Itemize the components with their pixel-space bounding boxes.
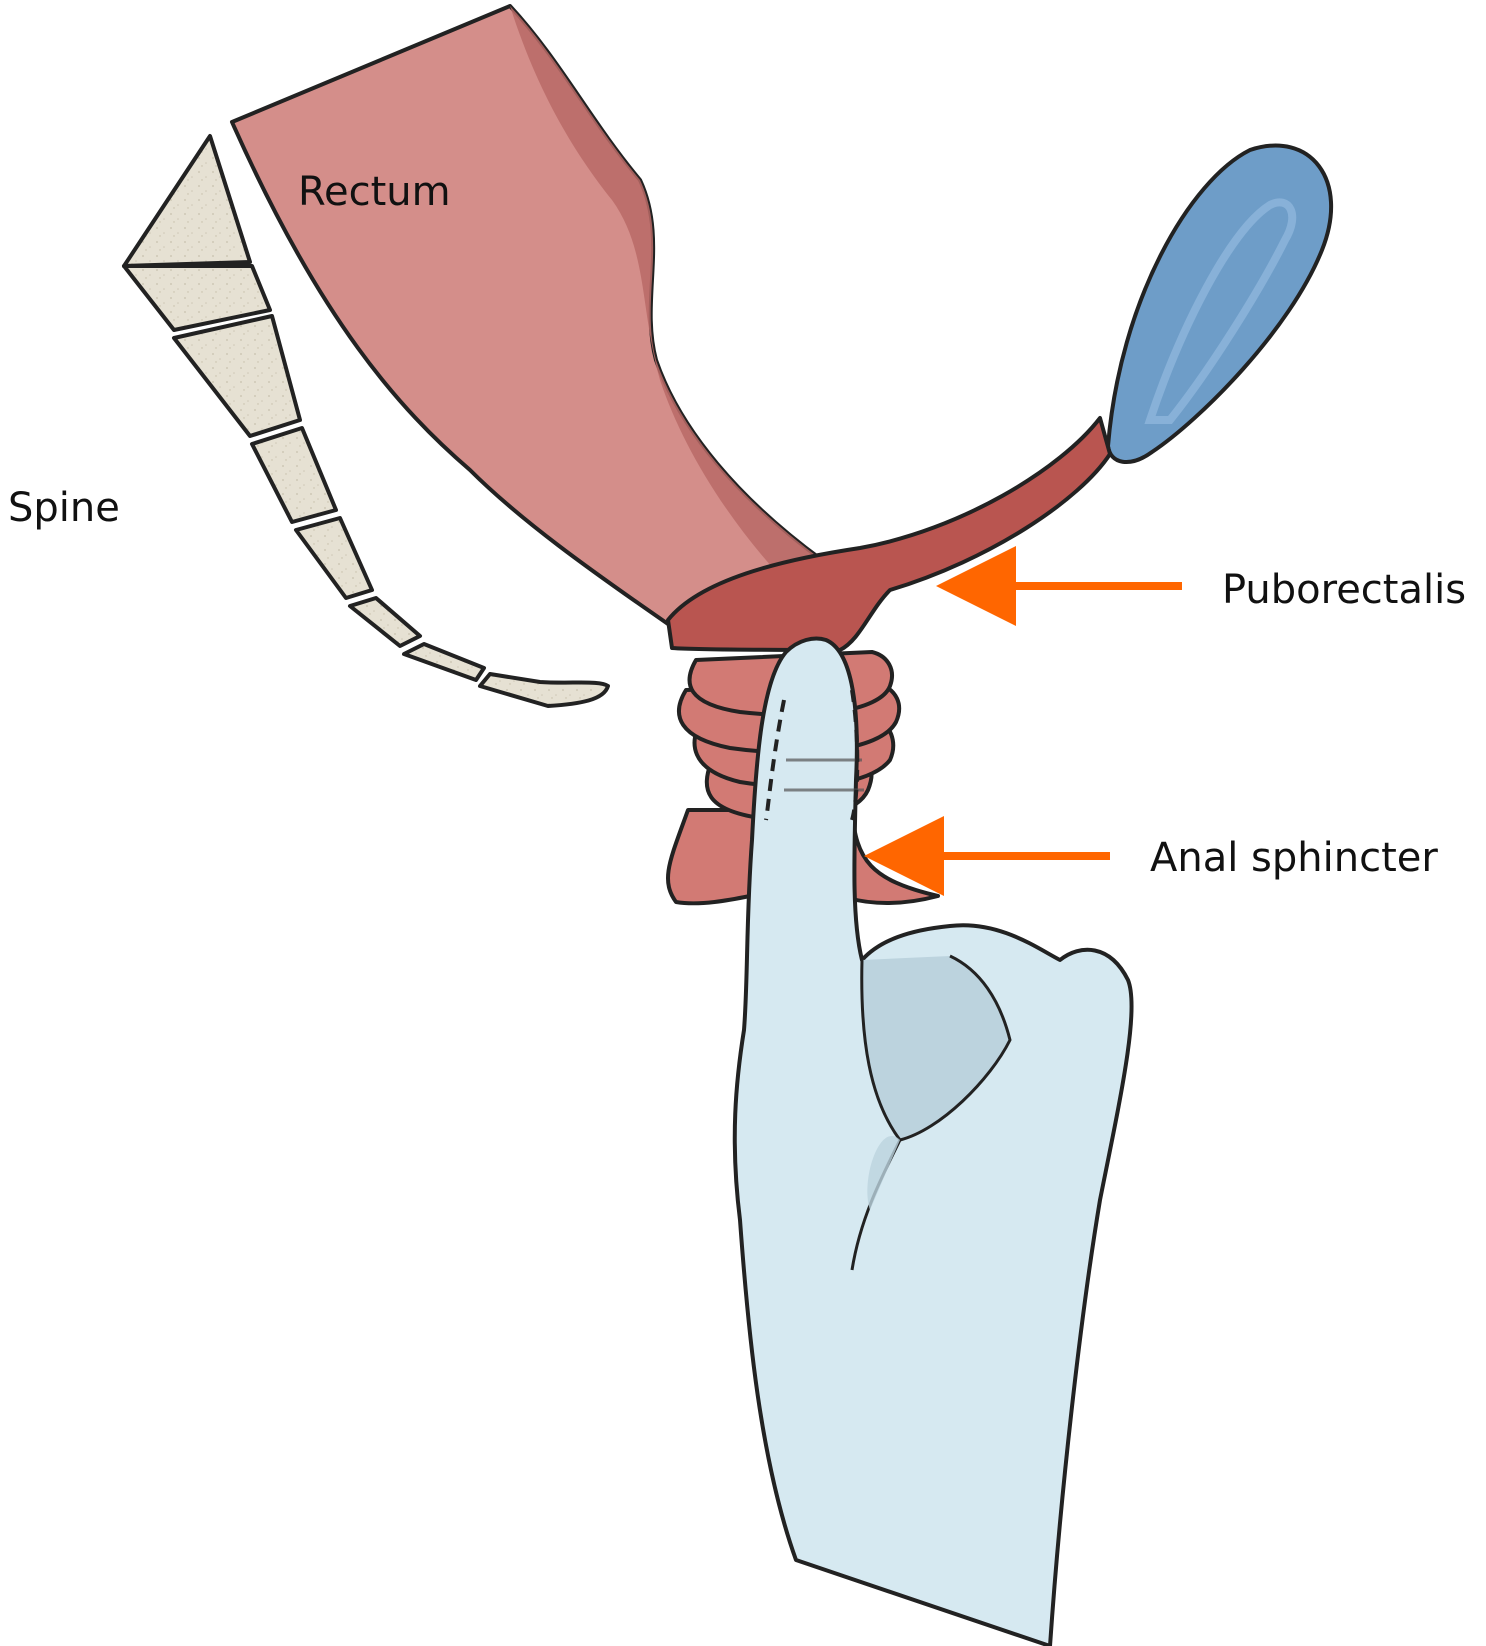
gloved-hand-illustration — [732, 636, 1134, 1646]
pubic-bone-illustration — [1105, 143, 1334, 465]
anal-sphincter-label: Anal sphincter — [1150, 835, 1438, 881]
spine-illustration — [122, 134, 610, 708]
spine-label: Spine — [8, 485, 120, 531]
rectum-label: Rectum — [298, 169, 451, 215]
puborectalis-label: Puborectalis — [1222, 567, 1467, 613]
rectum-illustration — [230, 4, 824, 626]
